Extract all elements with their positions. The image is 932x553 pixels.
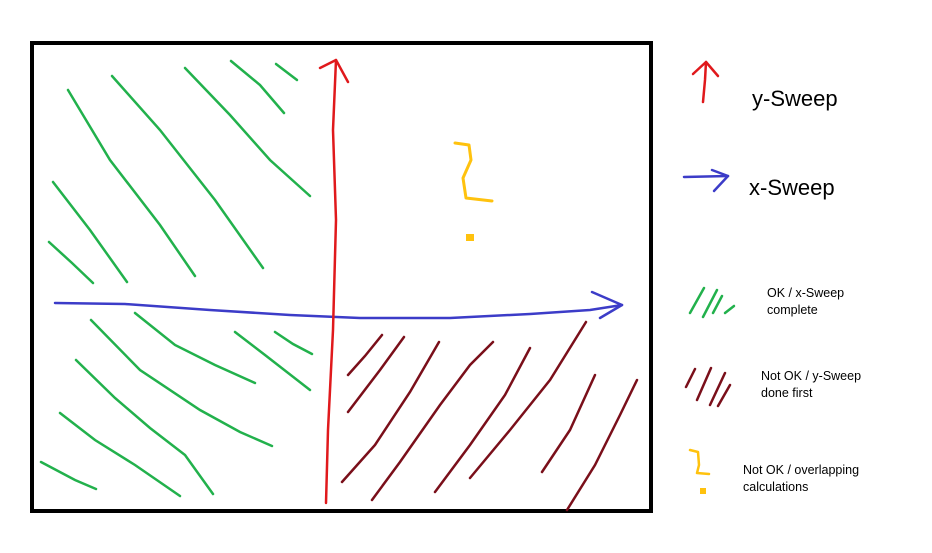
red-up-arrow-icon xyxy=(691,60,720,104)
legend-overlap-line1: Not OK / overlapping xyxy=(743,463,860,477)
legend-overlap-line2: calculations xyxy=(743,480,809,494)
green-hatch-icon xyxy=(688,286,736,319)
ok-hatch-top-left xyxy=(47,59,312,285)
overlap-question-mark xyxy=(453,141,494,241)
legend-not-ok-line2: done first xyxy=(761,386,813,400)
x-sweep-arrow xyxy=(53,290,624,320)
legend-overlap: Not OK / overlapping calculations xyxy=(743,462,893,496)
legend-y-sweep-label: y-Sweep xyxy=(752,86,838,111)
legend-ok-line1: OK / x-Sweep xyxy=(767,286,845,300)
legend-not-ok-line1: Not OK / y-Sweep xyxy=(761,369,862,383)
legend-not-ok: Not OK / y-Sweep done first xyxy=(761,368,911,402)
legend-ok: OK / x-Sweep complete xyxy=(767,285,917,319)
legend-x-sweep-label: x-Sweep xyxy=(749,175,835,200)
not-ok-hatch-bottom-right xyxy=(340,320,639,512)
diagram-frame xyxy=(30,41,653,513)
blue-right-arrow-icon xyxy=(682,168,730,193)
yellow-question-mark-icon xyxy=(688,448,711,494)
dark-red-hatch-icon xyxy=(684,366,732,408)
ok-hatch-bottom-left xyxy=(39,311,314,498)
legend-ok-line2: complete xyxy=(767,303,818,317)
y-sweep-arrow xyxy=(318,58,350,505)
